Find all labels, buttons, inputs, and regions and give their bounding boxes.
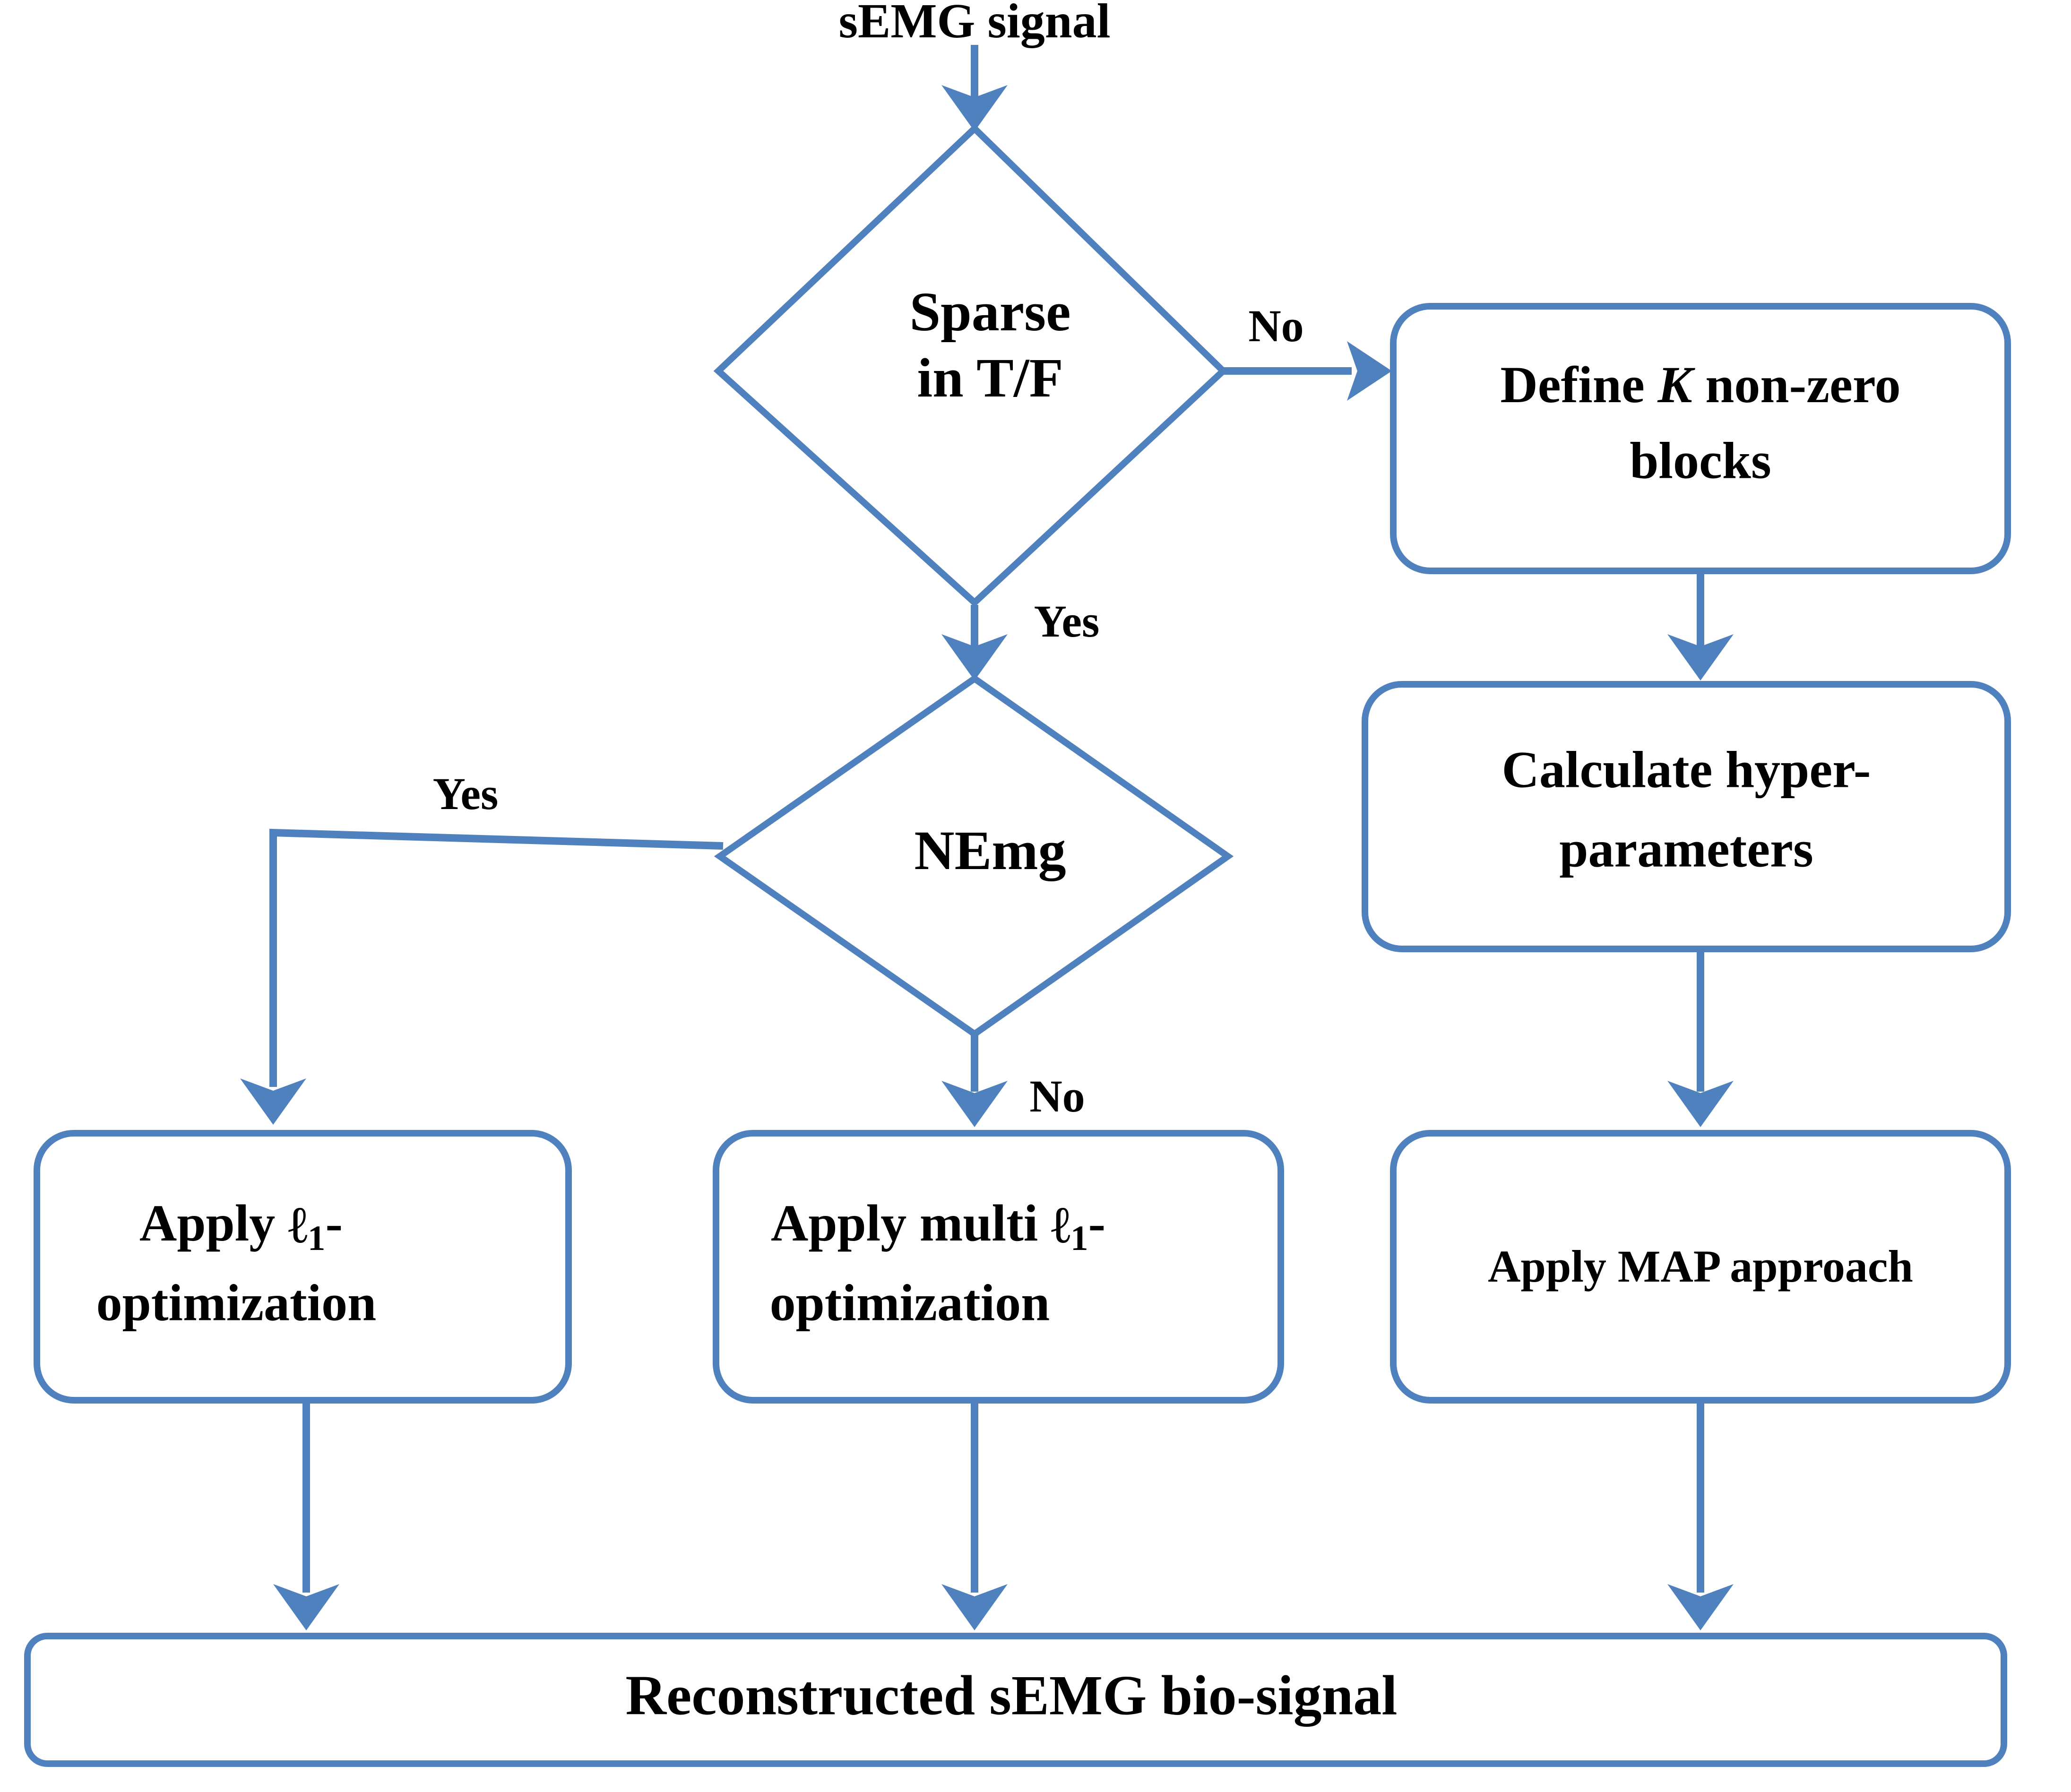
process-apply-l1-optimization[interactable]: Apply ℓ1- optimization [34, 1130, 572, 1404]
connector-nemg-yes-to-apply-l1 [240, 828, 724, 1125]
apply-multi-l1-ell-symbol: ℓ [1051, 1194, 1070, 1255]
process-apply-l1-line1: Apply ℓ1- [139, 1194, 343, 1258]
terminator-reconstructed-signal-label: Reconstructed sEMG bio-signal [625, 1664, 1397, 1727]
apply-l1-text-a: Apply [139, 1194, 288, 1252]
process-apply-multi-l1-optimization[interactable]: Apply multi ℓ1- optimization [713, 1130, 1284, 1404]
define-blocks-text-a: Define [1500, 356, 1657, 414]
decision-sparse-shape [713, 124, 1228, 607]
connector-apply-l1-to-reconstructed [273, 1401, 339, 1630]
process-calculate-hyperparameters-line1: Calculate hyper- [1501, 741, 1871, 798]
process-apply-multi-l1-line1: Apply multi ℓ1- [771, 1194, 1105, 1258]
connector-apply-map-to-reconstructed [1667, 1401, 1734, 1630]
process-calculate-hyperparameters-shape [1362, 681, 2011, 952]
connector-sparse-yes-to-nemg [941, 605, 1008, 681]
decision-nemg-shape [714, 674, 1234, 1038]
define-blocks-text-k: K [1657, 356, 1695, 414]
connector-nemg-no-to-apply-multi-l1 [941, 1035, 1008, 1127]
connector-define-blocks-to-calc-hyper [1667, 569, 1734, 681]
decision-nemg-label: NEmg [914, 819, 1066, 881]
process-calculate-hyperparameters[interactable]: Calculate hyper- parameters [1362, 681, 2011, 952]
process-apply-multi-l1-optimization-shape [713, 1130, 1284, 1404]
apply-multi-l1-subscript: 1 [1070, 1219, 1088, 1258]
process-apply-map-approach-shape [1390, 1130, 2011, 1404]
define-blocks-text-c: non-zero [1692, 356, 1901, 414]
process-apply-l1-line2: optimization [96, 1274, 377, 1331]
process-define-k-blocks-line2: blocks [1630, 431, 1771, 489]
edge-label-sparse-yes: Yes [1034, 596, 1100, 646]
decision-sparse-in-tf[interactable]: Sparse in T/F [713, 124, 1228, 607]
terminator-reconstructed-signal[interactable]: Reconstructed sEMG bio-signal [24, 1633, 2007, 1767]
process-define-k-blocks[interactable]: Define K non-zero blocks [1390, 303, 2011, 574]
start-label: sEMG signal [839, 0, 1111, 48]
terminator-reconstructed-signal-shape [24, 1633, 2007, 1767]
apply-l1-subscript: 1 [308, 1219, 325, 1258]
apply-l1-ell-symbol: ℓ [288, 1194, 308, 1255]
process-calculate-hyperparameters-line2: parameters [1559, 820, 1813, 878]
process-apply-map-approach[interactable]: Apply MAP approach [1390, 1130, 2011, 1404]
process-apply-l1-optimization-shape [34, 1130, 572, 1404]
connector-apply-multi-l1-to-reconstructed [941, 1401, 1008, 1630]
process-apply-multi-l1-line2: optimization [770, 1274, 1050, 1331]
process-define-k-blocks-shape [1390, 303, 2011, 574]
apply-multi-l1-hyphen: - [1088, 1194, 1105, 1252]
connector-sparse-no-to-define-blocks [1223, 341, 1392, 401]
process-define-k-blocks-line1: Define K non-zero [1500, 356, 1900, 414]
decision-sparse-line2: in T/F [917, 347, 1063, 409]
edge-label-nemg-yes: Yes [433, 768, 499, 819]
edge-label-sparse-no: No [1248, 301, 1303, 351]
decision-sparse-line1: Sparse [910, 281, 1071, 343]
connector-calc-hyper-to-apply-map [1667, 950, 1734, 1127]
process-apply-map-approach-label: Apply MAP approach [1488, 1241, 1913, 1292]
connector-start-to-sparse [941, 45, 1008, 131]
apply-multi-l1-text-a: Apply multi [771, 1194, 1051, 1252]
decision-nemg[interactable]: NEmg [714, 674, 1234, 1038]
apply-l1-hyphen: - [325, 1194, 343, 1252]
edge-label-nemg-no: No [1029, 1071, 1085, 1121]
